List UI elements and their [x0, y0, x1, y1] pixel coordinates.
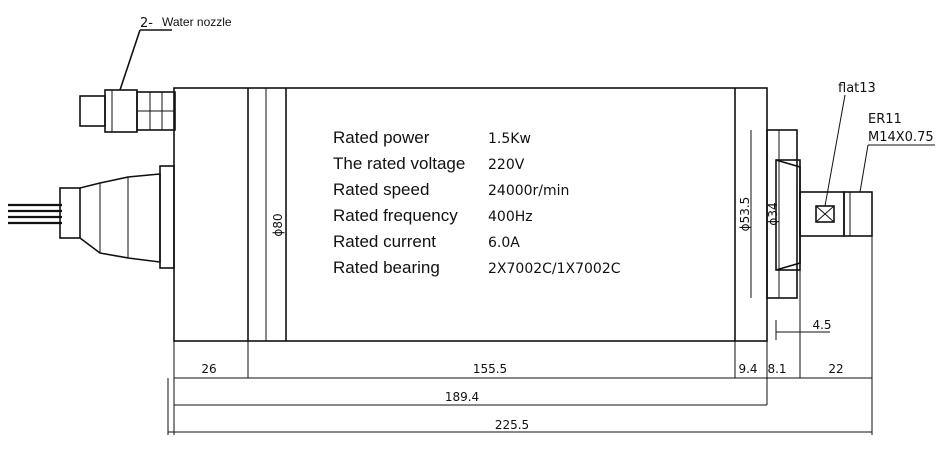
flat-label: flat13	[838, 81, 876, 96]
body-diameter: ϕ80	[271, 213, 285, 236]
spec-label-speed: Rated speed	[333, 180, 429, 199]
dim-22: 22	[828, 362, 843, 376]
flange-diameter: ϕ53.5	[738, 197, 752, 232]
dim-26: 26	[201, 362, 216, 376]
nozzle-number: 2-	[140, 16, 153, 31]
spec-value-bearing: 2X7002C/1X7002C	[488, 261, 621, 277]
cable-connector	[8, 165, 175, 269]
nose-diameter: ϕ34	[766, 202, 780, 225]
dim-225-5: 225.5	[495, 418, 529, 432]
dim-189-4: 189.4	[445, 390, 479, 404]
water-nozzle	[79, 29, 176, 133]
spec-label-frequency: Rated frequency	[333, 206, 458, 225]
spec-value-power: 1.5Kw	[488, 131, 531, 147]
nozzle-label: Water nozzle	[162, 15, 232, 29]
front-flange	[766, 94, 935, 435]
dim-155-5: 155.5	[473, 362, 507, 376]
spindle-body	[173, 87, 768, 378]
dimension-lines	[167, 88, 872, 435]
spec-label-bearing: Rated bearing	[333, 258, 440, 277]
spec-value-speed: 24000r/min	[488, 183, 569, 199]
dim-4-5: 4.5	[812, 318, 831, 332]
thread-label: M14X0.75	[868, 130, 934, 145]
spec-table: Rated power 1.5Kw The rated voltage 220V…	[333, 128, 621, 277]
spec-value-current: 6.0A	[488, 235, 520, 251]
spec-label-voltage: The rated voltage	[333, 154, 465, 173]
spec-label-current: Rated current	[333, 232, 436, 251]
dim-9-4: 9.4	[738, 362, 757, 376]
collet-label: ER11	[868, 112, 902, 127]
spec-value-frequency: 400Hz	[488, 209, 533, 225]
dim-8-1: 8.1	[767, 362, 786, 376]
spec-value-voltage: 220V	[488, 157, 525, 173]
spec-label-power: Rated power	[333, 128, 430, 147]
